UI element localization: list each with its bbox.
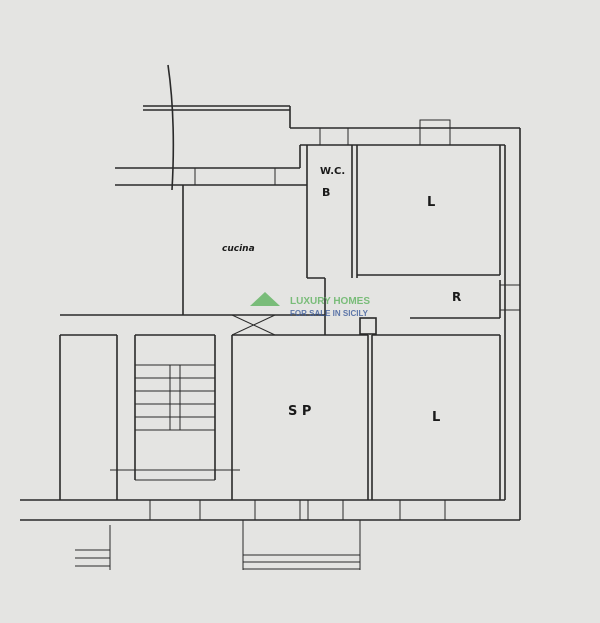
room-label-storage: R <box>452 290 462 304</box>
watermark-tagline: FOR SALE IN SICILY <box>290 309 368 318</box>
room-label-bathroom: B <box>322 186 331 199</box>
windows <box>149 119 521 521</box>
watermark-brand: LUXURY HOMES <box>290 296 371 307</box>
room-label-wc: W.C. <box>320 166 346 177</box>
room-label-bedroom-top: L <box>427 195 436 210</box>
room-label-bedroom-bottom: L <box>432 410 441 425</box>
stairs <box>110 364 240 481</box>
room-label-living: S P <box>288 404 312 419</box>
room-label-kitchen: cucina <box>222 244 255 254</box>
